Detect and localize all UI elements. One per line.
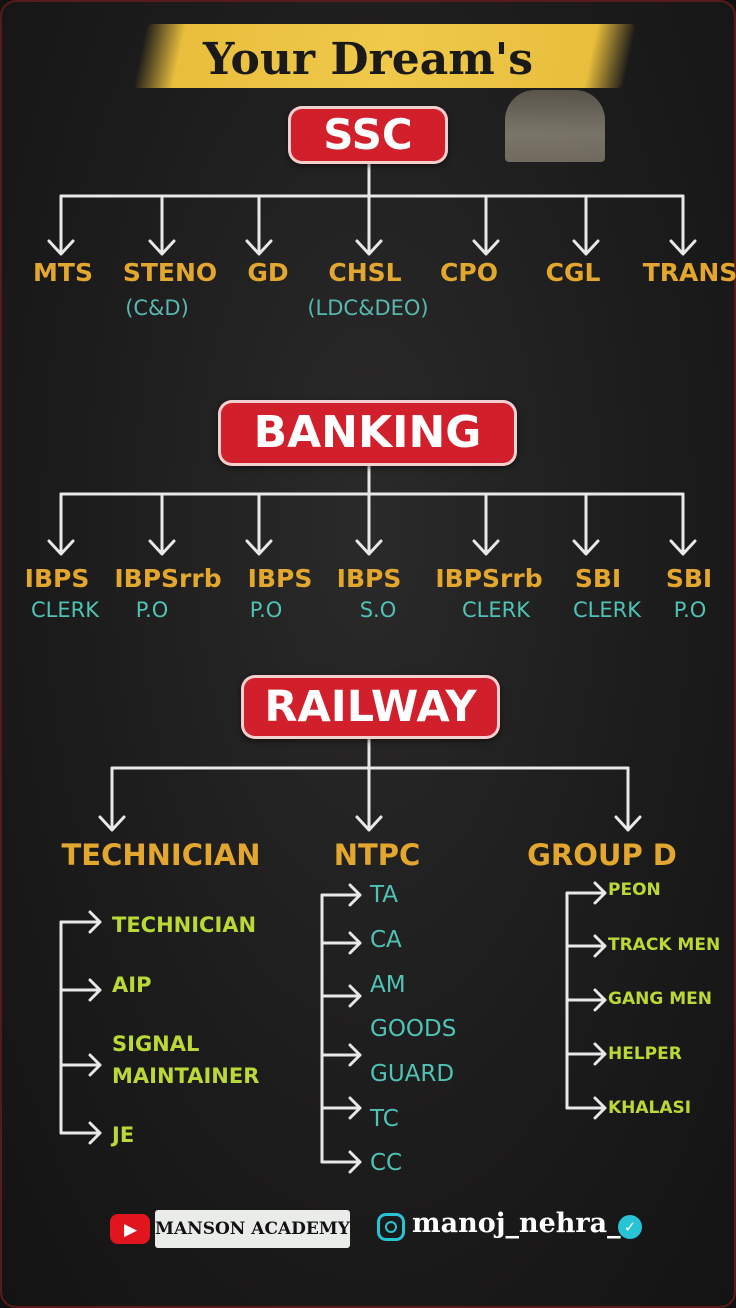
ntpc-item-goods: GOODS [370,1016,457,1042]
gd-item-peon: PEON [608,880,661,900]
railway-groupd-head: GROUP D [527,838,677,872]
bank-arrow-2 [245,492,273,556]
bank-item-0: IBPS [24,564,90,593]
bank-item-6-sub: P.O [673,598,707,622]
ntpc-arrow-1 [320,931,362,955]
ntpc-item-ta: TA [370,882,398,908]
tech-arrow-0 [59,910,102,934]
bank-item-1-sub: P.O [135,598,169,622]
academy-name: MANSON ACADEMY [155,1210,350,1248]
tech-item-signal: SIGNAL [112,1032,200,1056]
ntpc-arrow-0 [320,883,362,907]
bank-arrow-5 [572,492,600,556]
ntpc-item-guard: GUARD [370,1061,455,1087]
rail-arrow-1 [355,766,383,832]
gd-item-helper: HELPER [608,1044,682,1064]
verified-badge-icon: ✓ [618,1215,642,1239]
ssc-arrow-6 [669,194,697,256]
ntpc-item-cc: CC [370,1150,403,1176]
bank-arrow-6 [669,492,697,556]
railway-node: RAILWAY [241,675,500,739]
ntpc-item-am: AM [370,972,406,998]
bank-arrow-3 [355,492,383,556]
bank-item-3: IBPS [336,564,402,593]
bank-item-4: IBPSrrb [435,564,543,593]
ssc-arrow-3 [355,194,383,256]
ssc-item-gd: GD [247,258,289,287]
tech-arrow-2 [59,1053,102,1077]
bank-item-2: IBPS [247,564,313,593]
ntpc-item-ca: CA [370,927,402,953]
tech-item-je: JE [112,1123,135,1147]
bank-arrow-1 [148,492,176,556]
railway-technician-head: TECHNICIAN [61,838,261,872]
officer-photo [505,90,605,162]
tech-item-maintainer: MAINTAINER [112,1064,260,1088]
banking-node: BANKING [218,400,517,466]
bank-item-1: IBPSrrb [114,564,222,593]
ssc-item-trans: TRANS [642,258,736,287]
instagram-handle[interactable]: manoj_nehra_ [412,1208,621,1239]
bank-item-5-sub: CLERK [573,598,641,622]
ssc-item-steno: STENO [122,258,218,287]
ssc-item-chsl: CHSL [328,258,402,287]
bank-item-5: SBI [574,564,622,593]
ntpc-arrow-2 [320,984,362,1008]
tech-arrow-1 [59,978,102,1002]
gd-arrow-1 [565,934,607,958]
ssc-item-chsl-sub: (LDC&DEO) [307,296,429,320]
ssc-item-cpo: CPO [440,258,498,287]
ntpc-arrow-4 [320,1096,362,1120]
railway-ntpc-head: NTPC [333,838,421,872]
bank-item-3-sub: S.O [359,598,397,622]
instagram-icon[interactable] [377,1213,405,1241]
gd-item-khalasi: KHALASI [608,1098,692,1118]
ssc-item-mts: MTS [33,258,93,287]
ntpc-arrow-5 [320,1150,362,1174]
ntpc-arrow-3 [320,1043,362,1067]
bank-arrow-4 [472,492,500,556]
gd-arrow-3 [565,1042,607,1066]
tech-item-aip: AIP [112,973,152,997]
gd-item-gang-men: GANG MEN [608,989,712,1009]
ssc-arrow-4 [472,194,500,256]
rail-arrow-0 [98,766,126,832]
gd-item-track-men: TRACK MEN [608,935,721,955]
ssc-arrow-0 [47,194,75,256]
youtube-icon[interactable]: ▶ [110,1214,150,1244]
bank-item-2-sub: P.O [249,598,283,622]
ntpc-item-tc: TC [370,1106,399,1132]
ssc-item-steno-sub: (C&D) [125,296,189,320]
page-title: Your Dream's [202,34,534,85]
bank-item-4-sub: CLERK [462,598,530,622]
rail-arrow-2 [614,766,642,832]
tech-arrow-3 [59,1121,102,1145]
ssc-arrow-2 [245,194,273,256]
tech-item-technician: TECHNICIAN [112,913,257,937]
bank-item-6: SBI [665,564,713,593]
ssc-arrow-5 [572,194,600,256]
bank-arrow-0 [47,492,75,556]
gd-arrow-2 [565,988,607,1012]
gd-arrow-4 [565,1096,607,1120]
bank-item-0-sub: CLERK [31,598,99,622]
ssc-arrow-1 [148,194,176,256]
ssc-node: SSC [288,106,448,164]
ssc-item-cgl: CGL [545,258,601,287]
gd-arrow-0 [565,881,607,905]
